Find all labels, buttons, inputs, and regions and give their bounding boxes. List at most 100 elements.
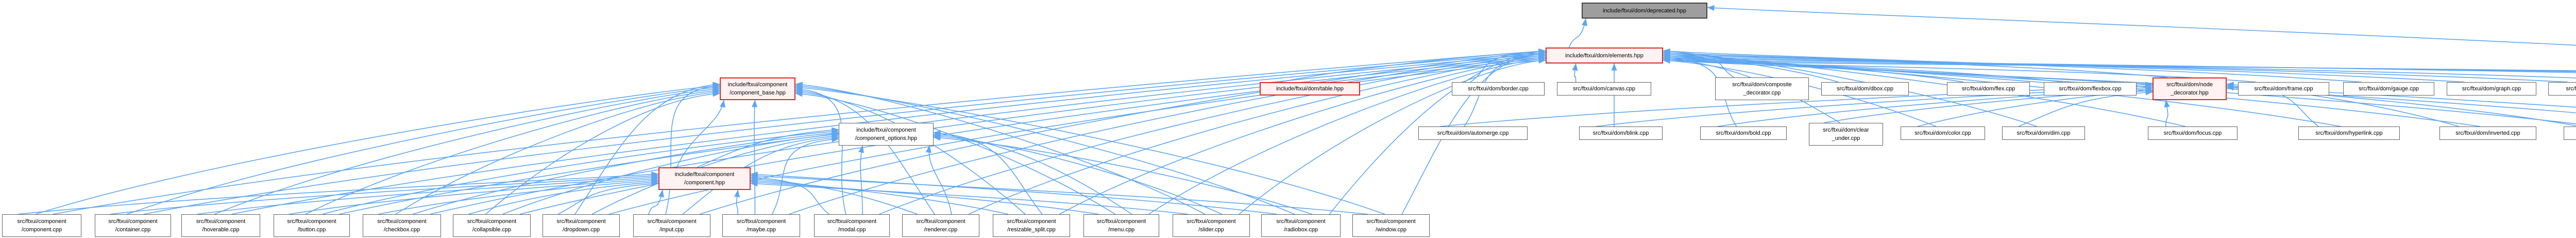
graph-edge (858, 145, 865, 215)
graph-node-inverted[interactable]: src/ftxui/dom/inverted.cpp (2439, 126, 2536, 140)
graph-edge (485, 91, 720, 215)
graph-node-hyperlink[interactable]: src/ftxui/dom/hyperlink.cpp (2298, 126, 2400, 140)
graph-node-gridbox[interactable]: src/ftxui/dom/gridbox.cpp (2548, 82, 2576, 96)
graph-node-checkbox[interactable]: src/ftxui/component/checkbox.cpp (363, 214, 441, 237)
graph-node-clear_under[interactable]: src/ftxui/dom/clear_under.cpp (1809, 123, 1883, 146)
graph-node-component[interactable]: include/ftxui/component/component.hpp (658, 167, 751, 190)
graph-node-label: /menu.cpp (1108, 227, 1135, 233)
graph-node-label: src/ftxui/component (287, 218, 336, 225)
graph-edge (968, 53, 1546, 215)
graph-edge (933, 132, 1132, 215)
graph-node-gauge[interactable]: src/ftxui/dom/gauge.cpp (2343, 82, 2434, 96)
graph-node-radiobox[interactable]: src/ftxui/component/radiobox.cpp (1261, 214, 1341, 237)
graph-edge (1568, 18, 1587, 48)
graph-node-collapsible[interactable]: src/ftxui/component/collapsible.cpp (453, 214, 531, 237)
graph-node-label: src/ftxui/dom/composite (1732, 82, 1792, 88)
graph-node-maybe[interactable]: src/ftxui/component/maybe.cpp (722, 214, 800, 237)
graph-node-label: include/ftxui/component (727, 82, 788, 88)
graph-node-label: src/ftxui/dom/clear (1823, 127, 1869, 133)
graph-node-node_decorator[interactable]: src/ftxui/dom/node_decorator.hpp (2153, 77, 2227, 100)
graph-node-composite_decorator[interactable]: src/ftxui/dom/composite_decorator.cpp (1715, 77, 1809, 100)
graph-edge (1663, 57, 2576, 108)
graph-node-blink[interactable]: src/ftxui/dom/blink.cpp (1579, 126, 1663, 140)
graph-node-modal[interactable]: src/ftxui/component/modal.cpp (814, 214, 890, 237)
graph-edge (305, 88, 720, 215)
graph-edge (1239, 57, 1546, 215)
graph-node-label: /slider.cpp (1198, 227, 1224, 233)
graph-edge (925, 145, 952, 215)
graph-node-label: include/ftxui/component (674, 171, 735, 178)
graph-node-italic[interactable]: src/ftxui/dom/italic.cpp (2564, 126, 2576, 140)
graph-node-elements[interactable]: include/ftxui/dom/elements.hpp (1546, 47, 1663, 64)
graph-node-label: src/ftxui/dom/graph.cpp (2462, 86, 2521, 92)
graph-node-label: src/ftxui/dom/gridbox.cpp (2566, 86, 2576, 92)
graph-node-dropdown[interactable]: src/ftxui/component/dropdown.cpp (543, 214, 620, 237)
graph-node-label: src/ftxui/component (556, 218, 606, 225)
graph-node-flexbox[interactable]: src/ftxui/dom/flexbox.cpp (2044, 82, 2137, 96)
graph-node-renderer[interactable]: src/ftxui/component/renderer.cpp (902, 214, 979, 237)
graph-node-label: /checkbox.cpp (383, 227, 420, 233)
graph-edge (322, 129, 839, 215)
graph-node-label: src/ftxui/dom/node (2166, 82, 2213, 88)
graph-edge (750, 181, 1189, 215)
graph-node-label: src/ftxui/dom/bold.cpp (1716, 130, 1771, 136)
graph-node-input[interactable]: src/ftxui/component/input.cpp (633, 214, 710, 237)
graph-edge (35, 83, 720, 215)
graph-node-flex[interactable]: src/ftxui/dom/flex.cpp (1947, 82, 2030, 96)
graph-edge (126, 85, 720, 215)
graph-node-dbox[interactable]: src/ftxui/dom/dbox.cpp (1821, 82, 1909, 96)
graph-node-border[interactable]: src/ftxui/dom/border.cpp (1452, 82, 1545, 96)
graph-node-component_base[interactable]: include/ftxui/component/component_base.h… (720, 77, 795, 100)
graph-node-label: src/ftxui/component (1187, 218, 1236, 225)
graph-edge (1148, 56, 1546, 215)
graph-node-component_cpp[interactable]: src/ftxui/component/component.cpp (2, 214, 81, 237)
graph-node-label: /renderer.cpp (924, 227, 958, 233)
graph-node-color[interactable]: src/ftxui/dom/color.cpp (1901, 126, 1985, 140)
graph-node-label: src/ftxui/component (1366, 218, 1416, 225)
graph-edge (1572, 63, 1578, 83)
graph-edge (1663, 54, 1964, 83)
graph-edge (110, 173, 659, 215)
graph-edge (53, 48, 1546, 215)
graph-node-label: src/ftxui/component (1276, 218, 1326, 225)
graph-edge (1329, 48, 1546, 215)
graph-node-deprecated[interactable]: include/ftxui/dom/deprecated.hpp (1582, 3, 1707, 19)
graph-node-label: /component.hpp (684, 180, 725, 186)
graph-node-menu[interactable]: src/ftxui/component/menu.cpp (1083, 214, 1159, 237)
graph-node-table[interactable]: include/ftxui/dom/table.hpp (1260, 82, 1360, 96)
graph-node-frame[interactable]: src/ftxui/dom/frame.cpp (2238, 82, 2329, 96)
graph-edge (751, 100, 758, 215)
graph-node-label: /collapsible.cpp (472, 227, 512, 233)
graph-edge (789, 50, 1546, 215)
graph-node-slider[interactable]: src/ftxui/component/slider.cpp (1173, 214, 1250, 237)
graph-node-hoverable[interactable]: src/ftxui/component/hoverable.cpp (181, 214, 260, 237)
graph-node-label: src/ftxui/component (377, 218, 427, 225)
graph-edge (795, 85, 1385, 215)
graph-node-graph[interactable]: src/ftxui/dom/graph.cpp (2447, 82, 2536, 96)
graph-node-focus[interactable]: src/ftxui/dom/focus.cpp (2148, 126, 2238, 140)
graph-node-window[interactable]: src/ftxui/component/window.cpp (1352, 214, 1430, 237)
graph-node-label: /component_options.hpp (855, 135, 918, 141)
graph-node-label: src/ftxui/component (647, 218, 697, 225)
graph-edge (682, 135, 839, 215)
graph-node-resizable_split[interactable]: src/ftxui/component/resizable_split.cpp (993, 214, 1070, 237)
graph-node-automerge[interactable]: src/ftxui/dom/automerge.cpp (1418, 126, 1528, 140)
graph-node-button[interactable]: src/ftxui/component/button.cpp (274, 214, 350, 237)
graph-node-label: src/ftxui/component (827, 218, 877, 225)
graph-node-label: /radiobox.cpp (1283, 227, 1318, 233)
graph-edge (676, 100, 725, 168)
graph-node-dim[interactable]: src/ftxui/dom/dim.cpp (2002, 126, 2085, 140)
graph-edge (750, 178, 1009, 215)
graph-node-label: /resizable_split.cpp (1007, 227, 1056, 233)
graph-node-canvas[interactable]: src/ftxui/dom/canvas.cpp (1557, 82, 1651, 96)
graph-edge (795, 91, 1116, 215)
graph-node-container[interactable]: src/ftxui/component/container.cpp (95, 214, 171, 237)
graph-edge (1663, 57, 2576, 71)
graph-edge (197, 174, 659, 215)
graph-node-label: include/ftxui/dom/table.hpp (1276, 86, 1344, 92)
graph-edge (591, 133, 839, 215)
graph-node-bold[interactable]: src/ftxui/dom/bold.cpp (1700, 126, 1787, 140)
graph-node-component_options[interactable]: include/ftxui/component/component_option… (839, 123, 934, 146)
